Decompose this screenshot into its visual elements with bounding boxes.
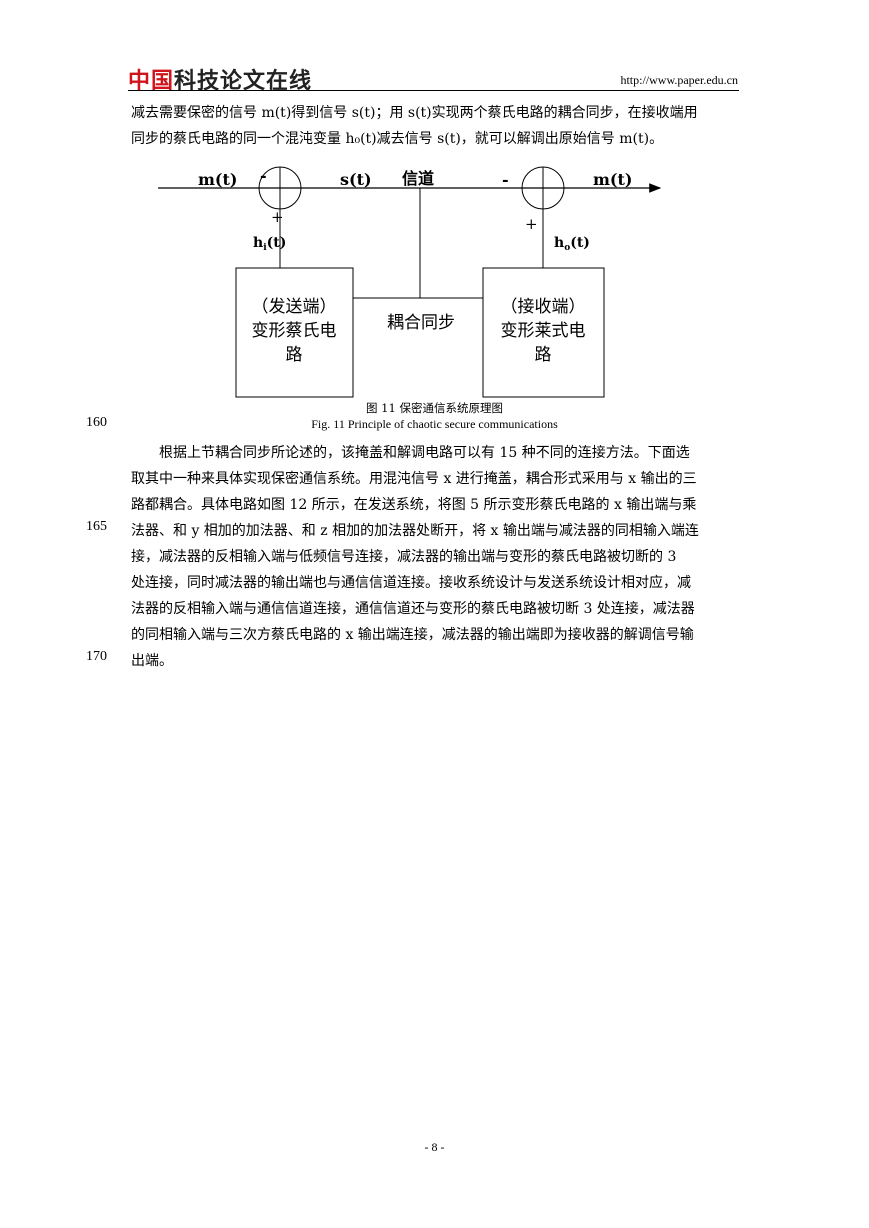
receiver-label-line: 路 bbox=[535, 345, 552, 365]
minus-left-label: - bbox=[260, 166, 267, 185]
body-line: 处连接，同时减法器的输出端也与通信信道连接。接收系统设计与发送系统设计相对应，减 bbox=[131, 575, 691, 591]
page-number: - 8 - bbox=[424, 1140, 445, 1154]
plus-left-label: + bbox=[271, 208, 284, 226]
line-number: 160 bbox=[86, 415, 107, 430]
hi-label: hi(t) bbox=[253, 235, 286, 253]
receiver-label-line: 变形莱式电 bbox=[501, 321, 586, 341]
intro-line: 减去需要保密的信号 m(t)得到信号 s(t)；用 s(t)实现两个蔡氏电路的耦… bbox=[131, 105, 698, 121]
line-number: 165 bbox=[86, 519, 107, 534]
line-number: 170 bbox=[86, 649, 107, 664]
header-divider bbox=[128, 90, 739, 91]
plus-right-label: + bbox=[525, 215, 538, 233]
body-paragraph: 根据上节耦合同步所论述的，该掩盖和解调电路可以有 15 种不同的连接方法。下面选… bbox=[131, 440, 738, 674]
output-signal-label: m(t) bbox=[593, 170, 632, 189]
figure-caption-cn: 图 11 保密通信系统原理图 bbox=[366, 401, 503, 415]
journal-logo: 中国科技论文在线 bbox=[128, 69, 313, 94]
intro-line: 同步的蔡氏电路的同一个混沌变量 h₀(t)减去信号 s(t)，就可以解调出原始信… bbox=[131, 131, 664, 147]
body-line: 接，减法器的反相输入端与低频信号连接，减法器的输出端与变形的蔡氏电路被切断的 3 bbox=[131, 549, 677, 565]
body-line: 的同相输入端与三次方蔡氏电路的 x 输出端连接，减法器的输出端即为接收器的解调信… bbox=[131, 627, 694, 643]
body-line: 根据上节耦合同步所论述的，该掩盖和解调电路可以有 15 种不同的连接方法。下面选 bbox=[159, 445, 690, 461]
receiver-block bbox=[482, 267, 605, 398]
sender-label-line: 变形蔡氏电 bbox=[252, 321, 337, 341]
right-summing-junction bbox=[521, 166, 565, 210]
sender-label-line: 路 bbox=[286, 345, 303, 365]
coupling-label: 耦合同步 bbox=[387, 313, 455, 333]
body-line: 路都耦合。具体电路如图 12 所示，在发送系统，将图 5 所示变形蔡氏电路的 x… bbox=[131, 497, 697, 513]
receiver-label-line: （接收端） bbox=[501, 297, 586, 317]
header-url[interactable]: http://www.paper.edu.cn bbox=[620, 73, 738, 87]
body-line: 取其中一种来具体实现保密通信系统。用混沌信号 x 进行掩盖，耦合形式采用与 x … bbox=[131, 471, 697, 487]
channel-label: 信道 bbox=[402, 169, 434, 188]
body-line: 法器、和 y 相加的加法器、和 z 相加的加法器处断开，将 x 输出端与减法器的… bbox=[131, 523, 699, 539]
secure-communication-diagram: m(t) - s(t) 信道 - m(t) + + hi(t) ho(t) （发… bbox=[158, 166, 662, 398]
sender-label-line: （发送端） bbox=[252, 297, 337, 317]
body-line: 法器的反相输入端与通信信道连接，通信信道还与变形的蔡氏电路被切断 3 处连接，减… bbox=[131, 601, 695, 617]
body-line: 出端。 bbox=[131, 653, 173, 669]
ho-label: ho(t) bbox=[554, 235, 590, 253]
intro-paragraph: 减去需要保密的信号 m(t)得到信号 s(t)；用 s(t)实现两个蔡氏电路的耦… bbox=[131, 100, 738, 152]
minus-right-label: - bbox=[502, 170, 509, 189]
sender-block bbox=[235, 267, 354, 398]
figure-caption-en: Fig. 11 Principle of chaotic secure comm… bbox=[311, 417, 558, 431]
signal-s-label: s(t) bbox=[340, 170, 372, 189]
input-signal-label: m(t) bbox=[198, 170, 237, 189]
